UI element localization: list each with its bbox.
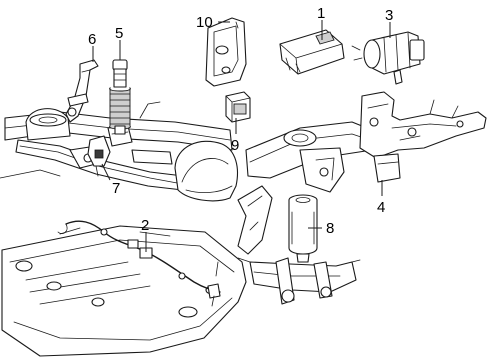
air-spring-shock: [109, 59, 131, 135]
callout-6: 6: [88, 31, 96, 48]
relay: [225, 91, 251, 123]
callout-7: 7: [112, 180, 120, 197]
callout-9: 9: [231, 137, 239, 154]
callout-labels: 1 2 3 4 5 6 7 8 9 10: [88, 5, 393, 237]
callout-4: 4: [377, 199, 385, 216]
rear-air-spring: [288, 194, 318, 263]
callout-5: 5: [115, 25, 123, 42]
callout-10: 10: [196, 14, 213, 31]
module-cover-bracket: [205, 17, 247, 87]
air-line-harness: [57, 220, 221, 307]
callout-2: 2: [141, 217, 149, 234]
height-sensor-link: [87, 135, 111, 177]
callout-leaders: [92, 20, 391, 252]
height-sensor-bracket: [65, 59, 99, 123]
callout-8: 8: [326, 220, 334, 237]
callout-3: 3: [385, 7, 393, 24]
callout-1: 1: [317, 5, 325, 22]
rear-suspension-assembly: [237, 91, 487, 305]
control-module: [279, 29, 345, 75]
air-compressor: [351, 31, 425, 85]
